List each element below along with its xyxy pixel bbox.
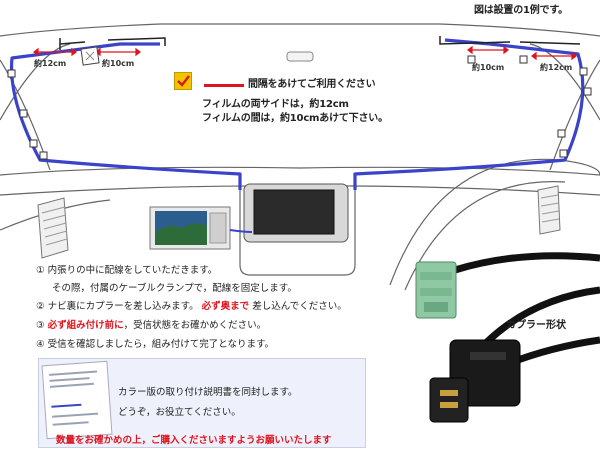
quantity-warning: 数量をお確かめの上，ご購入くださいますようお願いいたします	[56, 435, 332, 446]
check-icon	[174, 72, 192, 90]
dim-right-outer: 約12cm	[540, 63, 573, 72]
mirror-shape	[286, 51, 314, 62]
cable-clamps	[7, 55, 592, 160]
coupler-label: カプラー形状	[506, 320, 566, 331]
step-1-note: その際，付属のケーブルクランプで，配線を固定します。	[52, 283, 297, 294]
legend-line-1: 間隔をあけてご利用ください	[248, 79, 376, 90]
step-3: ③ 必ず組み付け前に，受信状態をお確かめください。	[36, 320, 267, 331]
manual-thumbnail	[41, 360, 113, 440]
dim-left-outer: 約12cm	[34, 59, 67, 68]
dim-left-inner: 約10cm	[102, 59, 135, 68]
left-vent	[37, 197, 69, 259]
header-note: 図は設置の1例です。	[474, 5, 568, 16]
manual-line-2: どうぞ，お役立てください。	[118, 407, 241, 418]
legend-line-2: フィルムの両サイドは，約12cm	[202, 99, 349, 110]
right-vent	[537, 185, 561, 235]
coupler-photo	[415, 252, 600, 423]
legend-red-bar	[204, 84, 244, 87]
nav-screen	[253, 189, 335, 235]
dim-right-inner: 約10cm	[472, 63, 505, 72]
legend-line-3: フィルムの間は，約10cmあけて下さい。	[202, 113, 388, 124]
right-film-strips	[439, 36, 581, 45]
left-film-strips	[59, 37, 166, 50]
manual-line-1: カラー版の取り付け説明書を同封します。	[118, 387, 298, 398]
navi-unit-image	[149, 206, 253, 250]
step-4: ④ 受信を確認しましたら，組み付けて完了となります。	[36, 339, 275, 350]
step-1: ① 内張りの中に配線をしていただきます。	[36, 265, 218, 276]
dimension-arrows	[33, 45, 577, 61]
step-2: ② ナビ裏にカプラーを差し込みます。 必ず奥まで 差し込んでください。	[36, 301, 347, 312]
